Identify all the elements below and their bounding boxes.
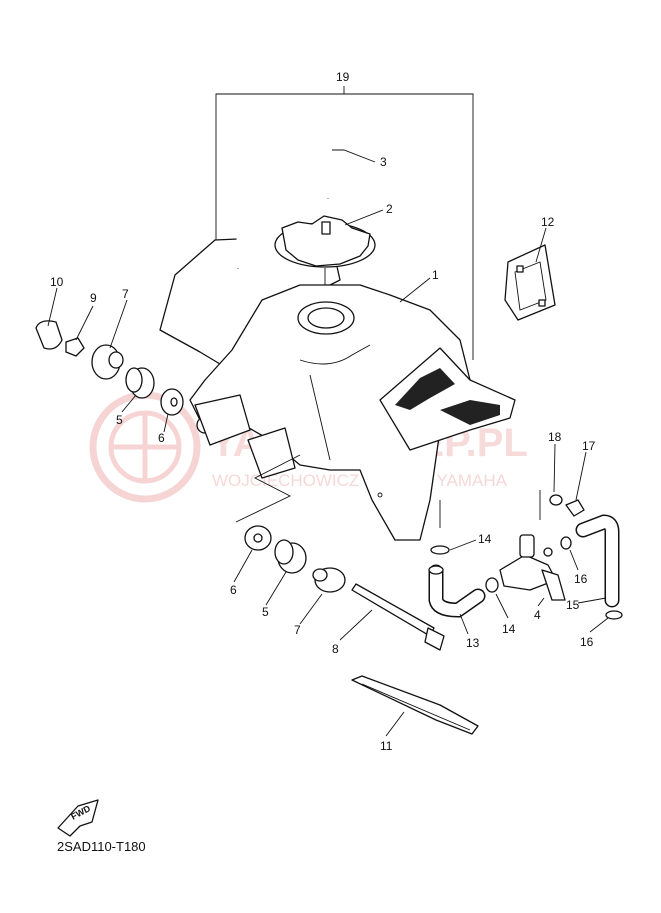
alignment-lines <box>235 454 541 528</box>
tank-decal <box>379 347 516 451</box>
callout-1: 1 <box>432 268 439 282</box>
fuel-tank <box>189 284 471 541</box>
leader-lines <box>47 149 609 737</box>
tank-plate <box>504 244 556 321</box>
clip-14a <box>430 545 450 555</box>
callout-17: 17 <box>582 439 596 453</box>
callout-4: 4 <box>534 608 541 622</box>
callout-8: 8 <box>332 642 339 656</box>
callout-11: 11 <box>380 739 393 753</box>
callout-14a: 14 <box>478 532 492 546</box>
left-mount-parts <box>35 320 184 416</box>
callout-18: 18 <box>548 430 562 444</box>
callout-12: 12 <box>541 215 555 229</box>
callout-6b: 6 <box>230 583 237 597</box>
callout-13: 13 <box>466 636 480 650</box>
drain-hose <box>575 514 620 608</box>
callout-2: 2 <box>386 202 393 216</box>
lower-mount-parts <box>244 525 445 651</box>
assembly-bracket-19 <box>215 86 474 360</box>
callout-10: 10 <box>50 275 64 289</box>
screw-17 <box>565 499 585 517</box>
callout-5b: 5 <box>262 605 269 619</box>
fuel-cap <box>274 215 376 300</box>
washer-18 <box>549 494 563 506</box>
callout-16a: 16 <box>574 572 588 586</box>
callout-3: 3 <box>380 155 387 169</box>
callout-7a: 7 <box>122 287 129 301</box>
hose-clips <box>430 536 623 620</box>
callout-15: 15 <box>566 598 580 612</box>
callout-14b: 14 <box>502 622 516 636</box>
callout-6a: 6 <box>158 431 165 445</box>
fwd-arrow-icon: FWD <box>57 799 99 837</box>
callout-7b: 7 <box>294 623 301 637</box>
clip-16b <box>605 610 623 620</box>
tank-pad <box>351 675 479 735</box>
drawing-code: 2SAD110-T180 <box>57 839 146 854</box>
callout-19: 19 <box>336 70 350 84</box>
callout-5a: 5 <box>116 413 123 427</box>
screw-and-washer <box>549 494 585 517</box>
cap-10 <box>35 320 63 350</box>
callout-9: 9 <box>90 291 97 305</box>
fuel-cock <box>499 534 566 601</box>
callout-16b: 16 <box>580 635 594 649</box>
watermark-logo <box>89 391 201 503</box>
callout-numbers: 19 3 2 1 12 10 9 7 5 6 18 17 14 16 15 14… <box>50 70 596 753</box>
watermark-sub-text: WOJCIECHOWICZ DEALER YAMAHA <box>212 471 508 490</box>
nut-9 <box>65 337 85 357</box>
clip-16a <box>560 536 572 550</box>
breather-hose <box>235 109 331 269</box>
fuel-hose <box>428 564 486 618</box>
clip-14b <box>485 577 499 593</box>
bolt-8 <box>351 583 435 637</box>
